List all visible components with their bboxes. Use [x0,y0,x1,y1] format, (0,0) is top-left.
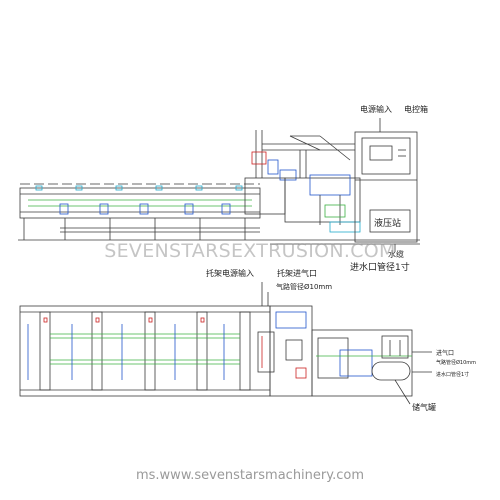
label-rack-air-inlet: 托架进气口 [277,268,317,278]
side-view [18,118,420,252]
label-water-suffix: 水缆 [388,249,404,259]
footer-url: ms.www.sevenstarsmachinery.com [135,468,364,483]
label-power-input: 电源输入 [360,104,392,114]
label-air-pipe-right: 气路管径Ø10mm [436,359,476,366]
label-air-inlet-right: 进气口 [436,349,454,357]
label-water-inlet-right: 进水口管径1寸 [436,371,469,378]
label-hydraulic-station: 液压站 [374,217,401,229]
label-control-box: 电控箱 [404,104,428,114]
labels: 电源输入 电控箱 液压站 水缆 进水口管径1寸 托架电源输入 托架进气口 气路管… [206,104,476,412]
label-rack-power-input: 托架电源输入 [206,268,254,278]
label-air-storage-tank: 储气罐 [412,402,436,412]
plan-view [19,282,432,405]
label-water-inlet-pipe: 进水口管径1寸 [350,261,410,273]
label-air-pipe: 气路管径Ø10mm [276,282,332,291]
